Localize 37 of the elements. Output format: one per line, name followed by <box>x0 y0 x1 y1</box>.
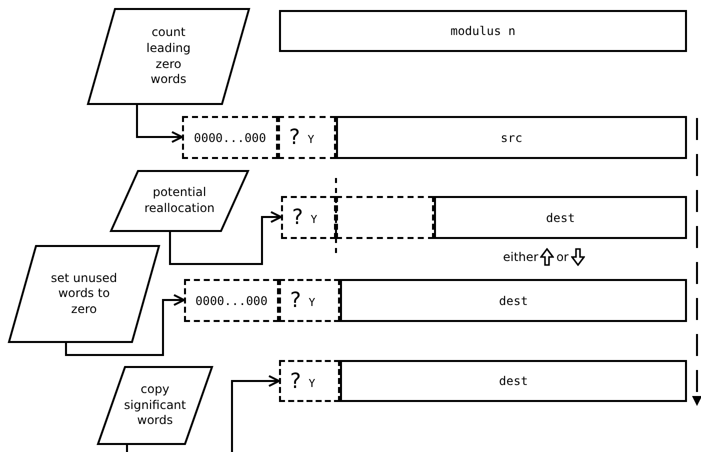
dashed-box <box>336 196 434 239</box>
box-label: 0000...000 <box>194 130 266 144</box>
register-box <box>279 10 687 52</box>
dashed-word-box <box>278 116 336 159</box>
box-label: dest <box>499 294 528 308</box>
question-mark: ? <box>289 290 302 311</box>
word-label: Y <box>308 376 316 390</box>
step-label: count leading zero words <box>145 25 192 88</box>
box-label: 0000...000 <box>195 294 268 308</box>
box-label: modulus n <box>450 24 516 38</box>
step-label: set unused words to zero <box>50 270 118 318</box>
register-box <box>340 360 687 402</box>
connector-arrow <box>136 105 183 143</box>
note-text: or <box>556 250 569 264</box>
connector-arrow <box>126 375 280 452</box>
connector-arrow <box>169 211 282 265</box>
dashed-word-box <box>279 279 340 322</box>
dashed-word-box <box>182 116 278 159</box>
word-label: Y <box>308 296 316 309</box>
connector-arrow <box>65 294 185 356</box>
question-mark: ? <box>289 370 302 392</box>
word-label: Y <box>310 213 318 226</box>
word-label: Y <box>308 133 314 146</box>
step-label: potential reallocation <box>143 185 216 217</box>
box-label: dest <box>546 210 575 224</box>
register-box <box>336 116 687 159</box>
box-label: src <box>500 130 522 144</box>
register-box <box>434 196 687 239</box>
question-mark: ? <box>288 127 301 148</box>
dashed-word-box <box>184 279 279 322</box>
note-text: either <box>503 250 538 264</box>
register-box <box>340 279 687 322</box>
step-label: copy significant words <box>123 382 187 429</box>
dashed-word-box <box>281 196 336 239</box>
question-mark: ? <box>291 207 304 228</box>
box-label: dest <box>499 374 528 388</box>
dashed-word-box <box>279 360 340 402</box>
